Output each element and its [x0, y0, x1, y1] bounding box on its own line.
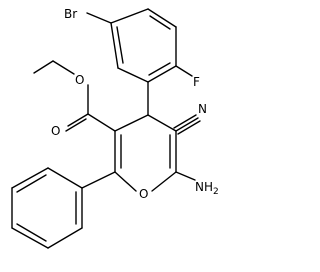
ethyl-ester-group: [33, 60, 116, 132]
atom-o-carbonyl: O: [51, 124, 60, 138]
nh2-label: NH: [195, 180, 213, 194]
nitrile-group: [173, 114, 201, 135]
atom-n-nitrile: N: [198, 102, 207, 116]
atom-br: Br: [64, 7, 77, 21]
atom-f: F: [193, 75, 200, 89]
molecule-canvas: Br F O O N O NH2: [11, 7, 219, 249]
nh2-subscript: 2: [213, 187, 219, 197]
pyran-ring: [114, 81, 177, 192]
structure-diagram: Br F O O N O NH2: [11, 7, 219, 249]
atom-o-ring: O: [139, 187, 148, 201]
atom-nh2: NH2: [195, 180, 219, 197]
bond-c-nh2: [175, 171, 196, 181]
phenyl-ring: [11, 167, 83, 249]
atom-o-ester: O: [75, 73, 84, 87]
bond-c-br: [86, 12, 112, 24]
bond-pyran-phenyl: [81, 171, 116, 189]
bromofluorophenyl-ring: [110, 8, 177, 83]
bond-c-f: [175, 65, 193, 77]
